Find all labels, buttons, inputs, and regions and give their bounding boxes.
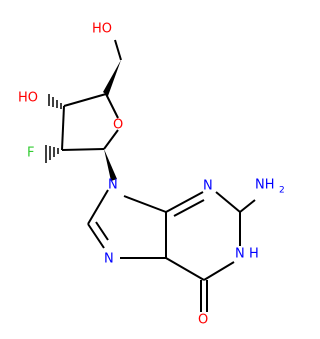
bond-c4-n9	[123, 195, 167, 213]
atom-nh2: NH 2	[255, 178, 285, 196]
svg-text:NH: NH	[255, 178, 275, 193]
atom-n7: N	[104, 252, 114, 267]
atom-labels: HO HO O F N N NH 2 N H N O	[18, 22, 285, 328]
bond-o4-c1	[103, 129, 119, 150]
bond-c2-nh2	[239, 199, 256, 213]
bond-c4-n3-a	[165, 191, 204, 213]
atom-n9: N	[108, 178, 118, 193]
atom-n3: N	[203, 179, 213, 194]
bond-n1-c6	[203, 261, 235, 281]
atom-n1h: N H	[235, 247, 259, 262]
bond-ho-c5	[114, 39, 122, 61]
molecule-structure: HO HO O F N N NH 2 N H N O	[18, 22, 285, 328]
bond-n9-c8	[87, 189, 109, 225]
bond-c4-o4	[105, 93, 119, 119]
bond-c4-c3	[63, 93, 107, 107]
atom-ho-5prime: HO	[92, 22, 112, 37]
bond-c8-n7-b	[95, 221, 109, 241]
bond-c4-n3-b	[173, 199, 205, 217]
bond-c6-c5	[165, 257, 205, 281]
bonds	[45, 39, 256, 312]
atom-ho-3prime: HO	[18, 91, 38, 106]
svg-text:H: H	[249, 247, 259, 262]
bond-c2-f-hash	[45, 145, 59, 163]
svg-text:2: 2	[279, 186, 285, 196]
bond-c4-c5-wedge	[103, 60, 121, 96]
atom-f: F	[27, 146, 34, 161]
bond-c2-c1	[61, 148, 105, 151]
svg-text:N: N	[235, 247, 245, 262]
bond-c3-oh-hash	[48, 94, 62, 109]
atom-o6: O	[198, 313, 208, 328]
bond-c3-c2	[61, 105, 65, 151]
bond-c1-n9-wedge	[104, 149, 117, 181]
bond-c8-n7-a	[87, 223, 105, 249]
atom-o-ring: O	[113, 118, 123, 133]
bond-n3-c2	[215, 191, 241, 213]
